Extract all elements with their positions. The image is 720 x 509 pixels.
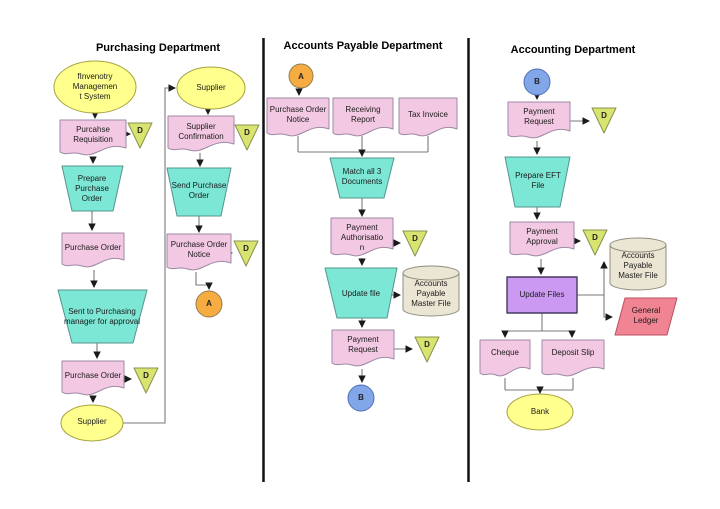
document-supplier-confirmation [167,115,235,152]
flow-arrow [501,330,542,338]
label-receiving-report: Receiving Report [345,105,381,124]
document-receiving-report [332,97,394,137]
document-cheque [479,339,531,377]
label-update-file: Update file [341,289,381,298]
document-payment-request-ap [331,329,395,367]
label-prepare-eft: Prepare EFT File [515,171,561,190]
d-letter: D [601,111,607,120]
d-file-symbol [127,122,153,149]
d-letter: D [243,244,249,253]
a-letter: A [206,298,212,308]
label-line: Managemen [72,82,118,91]
flow-arrow-to-ledger [603,295,613,321]
document-payment-request-acc [507,101,571,139]
label-ap-master-file: Accounts Payable Master File [411,279,451,308]
label-supplier-bottom: Supplier [77,417,107,426]
document-tax-invoice [398,97,458,137]
label-update-files: Update Files [519,290,565,299]
label-ap-master-file-acc: Accounts Payable Master File [618,251,658,280]
d-letter: D [244,128,250,137]
label-line: n [359,243,365,252]
label-payment-request-acc: Payment Request [523,107,555,126]
d-file-symbol [402,230,428,257]
d-file-symbol [582,229,608,256]
document-purchase-order-notice [166,233,232,271]
flow-arrow [542,330,576,338]
manual-op-match-documents [329,157,395,199]
manual-op-send-purchase-order [166,167,232,217]
label-payment-approval: Payment Approval [526,227,558,246]
document-deposit-slip [541,339,605,377]
b-letter: B [358,392,364,402]
label-tax-invoice: Tax Invoice [407,110,449,119]
lane-title-purchasing: Purchasing Department [95,42,221,54]
d-file-symbol [414,336,440,363]
label-prepare-purchase-order: Prepare Purchase Order [75,174,109,203]
document-purchase-requisition [59,119,127,156]
cylinder-top [402,265,460,281]
d-file-symbol [133,367,159,394]
d-letter: D [592,233,598,242]
label-sent-to-manager: Sent to Purchasing manager for approval [63,307,141,326]
label-deposit-slip: Deposit Slip [551,348,595,357]
label-purchase-order-notice: Purchase Order Notice [170,240,228,259]
d-letter: D [424,340,430,349]
terminator-supplier-top [176,66,246,110]
document-purchase-order-2 [61,360,125,396]
parallelogram-general-ledger [614,297,678,336]
label-purchase-requisition: Purcahse Requisition [73,125,113,144]
manual-op-update-file [324,267,398,319]
manual-op-sent-to-manager [57,289,148,344]
label-payment-authorisation: Payment Authorisatio n [331,221,393,255]
lane-title-accounting: Accounting Department [510,44,636,56]
label-general-ledger: General Ledger [631,306,661,325]
label-send-purchase-order: Send Purchase Order [171,181,227,200]
terminator-bank [506,393,574,431]
cylinder-top [609,237,667,253]
label-line: fInvenotry [77,72,113,81]
offpage-connector-a [195,290,223,318]
flow-arrow-supplier-loop [123,84,176,424]
d-letter: D [137,126,143,135]
terminator-supplier-bottom [60,404,124,442]
label-supplier-confirmation: Supplier Confirmation [178,122,224,141]
label-line: Payment [346,223,378,232]
d-letter: D [143,371,149,380]
label-purchase-order-2: Purchase Order [64,371,122,380]
terminator-inventory-system [53,60,137,114]
label-line: Authorisatio [340,233,384,242]
offpage-connector-b [523,68,551,96]
label-payment-request-ap: Payment Request [347,335,379,354]
offpage-connector-b [347,384,375,412]
flow-arrow [195,272,213,290]
label-supplier-top: Supplier [196,83,226,92]
document-purchase-order-notice-ap [266,97,330,137]
label-purchase-order-1: Purchase Order [64,243,122,252]
document-payment-authorisation [330,217,394,257]
offpage-connector-a [288,63,314,89]
label-purchase-order-notice-ap: Purchase Order Notice [269,105,327,124]
label-match-documents: Match all 3 Documents [341,167,383,186]
d-file-symbol [591,107,617,134]
lane-title-accounts-payable: Accounts Payable Department [283,40,443,52]
lane-accounts-payable [266,63,460,412]
label-inventory-system: fInvenotry Managemen t System [55,67,135,107]
d-file-symbol [233,240,259,267]
flow-arrow-to-master-file [577,261,608,296]
b-letter: B [534,76,540,86]
d-file-symbol [234,124,260,151]
document-purchase-order-1 [61,232,125,268]
document-payment-approval [509,221,575,257]
manual-op-prepare-purchase-order [61,165,124,212]
label-bank: Bank [530,407,550,416]
d-letter: D [412,234,418,243]
process-update-files [506,276,578,314]
label-line: t System [79,92,111,101]
lane-purchasing [53,60,260,442]
a-letter: A [298,71,304,81]
lane-accounting [479,68,678,431]
manual-op-prepare-eft [504,156,571,208]
label-cheque: Cheque [490,348,520,357]
